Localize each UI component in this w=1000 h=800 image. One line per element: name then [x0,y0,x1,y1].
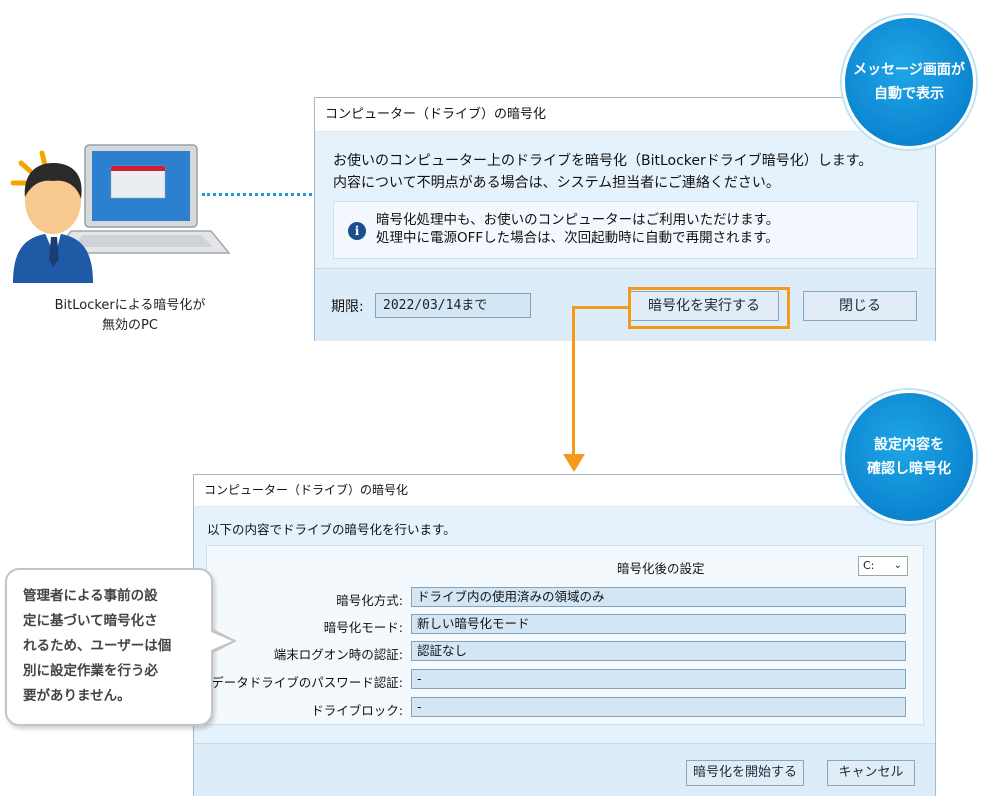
encryption-settings-dialog: コンピューター（ドライブ）の暗号化 以下の内容でドライブの暗号化を行います。 暗… [193,474,936,796]
bubble-line-3: れるため、ユーザーは個 [23,638,172,654]
settings-panel: 暗号化後の設定 C: ⌄ 暗号化方式: ドライブ内の使用済みの領域のみ 暗号化モ… [206,545,924,725]
speech-bubble: 管理者による事前の設 定に基づいて暗号化さ れるため、ユーザーは個 別に設定作業… [5,568,213,726]
badge-confirm-encrypt: 設定内容を 確認し暗号化 [842,390,976,524]
start-encryption-button[interactable]: 暗号化を開始する [686,760,804,786]
arrow-line [572,306,575,456]
bubble-line-2: 定に基づいて暗号化さ [23,613,158,629]
info-line-2: 処理中に電源OFFした場合は、次回起動時に自動で再開されます。 [376,230,779,246]
bubble-line-5: 要がありません。 [23,688,131,704]
encryption-message-dialog: コンピューター（ドライブ）の暗号化 お使いのコンピューター上のドライブを暗号化（… [314,97,936,341]
badge-auto-display-line-1: メッセージ画面が [853,62,965,78]
cancel-button[interactable]: キャンセル [827,760,915,786]
row-label-data-drive-password: データドライブのパスワード認証: [211,675,403,690]
dialog-footer: 暗号化を開始する キャンセル [194,743,935,796]
bubble-line-4: 別に設定作業を行う必 [23,663,158,679]
badge-confirm-encrypt-line-1: 設定内容を [874,437,944,453]
person-icon [13,163,93,283]
drive-select[interactable]: C: ⌄ [858,556,908,576]
field-mode: 新しい暗号化モード [411,614,906,634]
info-line-1: 暗号化処理中も、お使いのコンピューターはご利用いただけます。 [376,212,780,228]
info-box: i 暗号化処理中も、お使いのコンピューターはご利用いただけます。 処理中に電源O… [333,201,918,259]
pc-caption: BitLockerによる暗号化が 無効のPC [30,296,230,336]
info-text: 暗号化処理中も、お使いのコンピューターはご利用いただけます。 処理中に電源OFF… [376,211,779,247]
dialog-message-line-2: 内容について不明点がある場合は、システム担当者にご連絡ください。 [333,175,780,191]
dialog-message-line-1: お使いのコンピューター上のドライブを暗号化（BitLockerドライブ暗号化）し… [333,153,873,169]
dotted-connector [202,193,312,196]
field-data-drive-password: - [411,669,906,689]
chevron-down-icon: ⌄ [893,560,902,571]
alert-marks-icon [10,150,48,186]
field-drive-lock: - [411,697,906,717]
pc-caption-line-2: 無効のPC [102,318,158,333]
field-logon-auth: 認証なし [411,641,906,661]
dialog-title: コンピューター（ドライブ）の暗号化 [315,98,935,132]
row-label-mode: 暗号化モード: [323,620,403,635]
badge-auto-display: メッセージ画面が 自動で表示 [842,15,976,149]
field-method: ドライブ内の使用済みの領域のみ [411,587,906,607]
arrow-line [572,306,628,309]
info-icon: i [348,222,366,240]
dialog-intro: 以下の内容でドライブの暗号化を行います。 [207,522,456,537]
close-button[interactable]: 閉じる [803,291,917,321]
deadline-label: 期限: [331,299,364,315]
drive-select-value: C: [863,559,875,572]
bubble-line-1: 管理者による事前の設 [23,588,158,604]
bubble-text: 管理者による事前の設 定に基づいて暗号化さ れるため、ユーザーは個 別に設定作業… [23,584,203,709]
row-label-drive-lock: ドライブロック: [311,703,403,718]
laptop-icon [53,144,231,254]
dialog-message: お使いのコンピューター上のドライブを暗号化（BitLockerドライブ暗号化）し… [333,150,872,194]
badge-confirm-encrypt-line-2: 確認し暗号化 [867,461,951,477]
row-label-method: 暗号化方式: [336,593,403,608]
speech-bubble-tail [209,631,232,651]
deadline-field: 2022/03/14まで [375,293,531,318]
dialog-footer: 期限: 2022/03/14まで 暗号化を実行する 閉じる [315,268,935,341]
user-with-pc-illustration [10,144,231,283]
dialog-title: コンピューター（ドライブ）の暗号化 [194,475,935,507]
badge-auto-display-line-2: 自動で表示 [873,86,944,102]
highlight-frame [628,287,790,329]
arrow-down-icon [563,454,585,472]
pc-caption-line-1: BitLockerによる暗号化が [54,298,206,313]
row-label-logon-auth: 端末ログオン時の認証: [273,647,403,662]
settings-heading: 暗号化後の設定 [617,561,705,576]
execute-encryption-button[interactable]: 暗号化を実行する [629,291,779,321]
